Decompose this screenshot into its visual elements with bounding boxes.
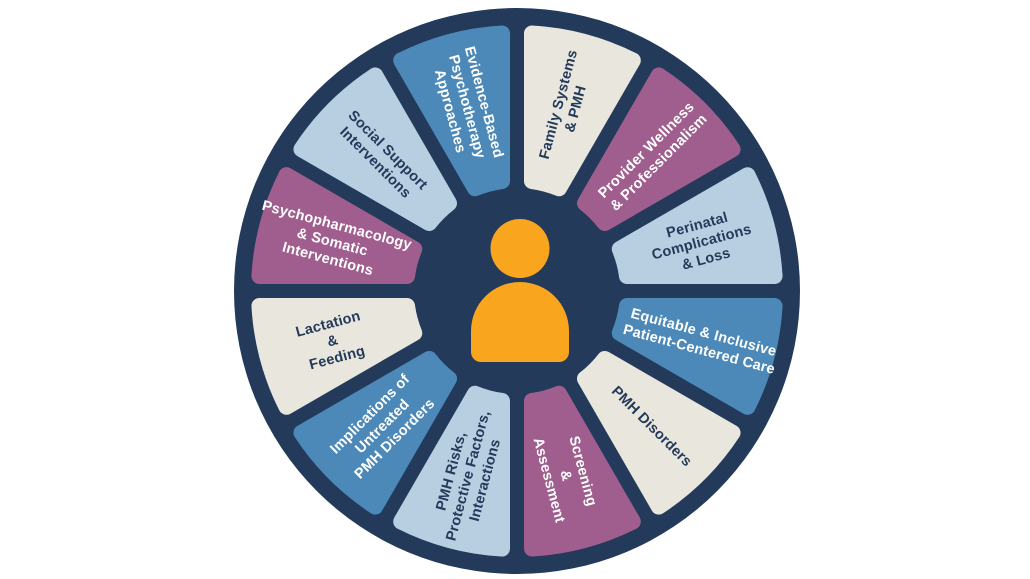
segment-family-systems-pmh [524, 25, 641, 197]
segment-implications-untreated-pmh-disorders [293, 350, 458, 515]
segment-screening-assessment [524, 385, 641, 557]
segment-pmh-disorders [576, 350, 741, 515]
person-icon [471, 219, 569, 362]
segment-label-line: & [556, 469, 574, 484]
segment-perinatal-complications-loss [611, 167, 783, 284]
segment-lactation-feeding [251, 298, 423, 415]
person-head-icon [490, 219, 550, 278]
segment-psychopharmacology-somatic-interventions [251, 167, 423, 284]
segment-label-line: & [326, 332, 341, 350]
segment-evidence-based-psychotherapy-approaches [393, 25, 510, 197]
segment-provider-wellness-professionalism [576, 67, 741, 232]
person-body-icon [471, 282, 569, 362]
segment-equitable-inclusive-patient-centered-care [611, 298, 783, 415]
segment-pmh-risks-protective-factors-interactions [393, 385, 510, 557]
segment-social-support-interventions [293, 67, 458, 232]
